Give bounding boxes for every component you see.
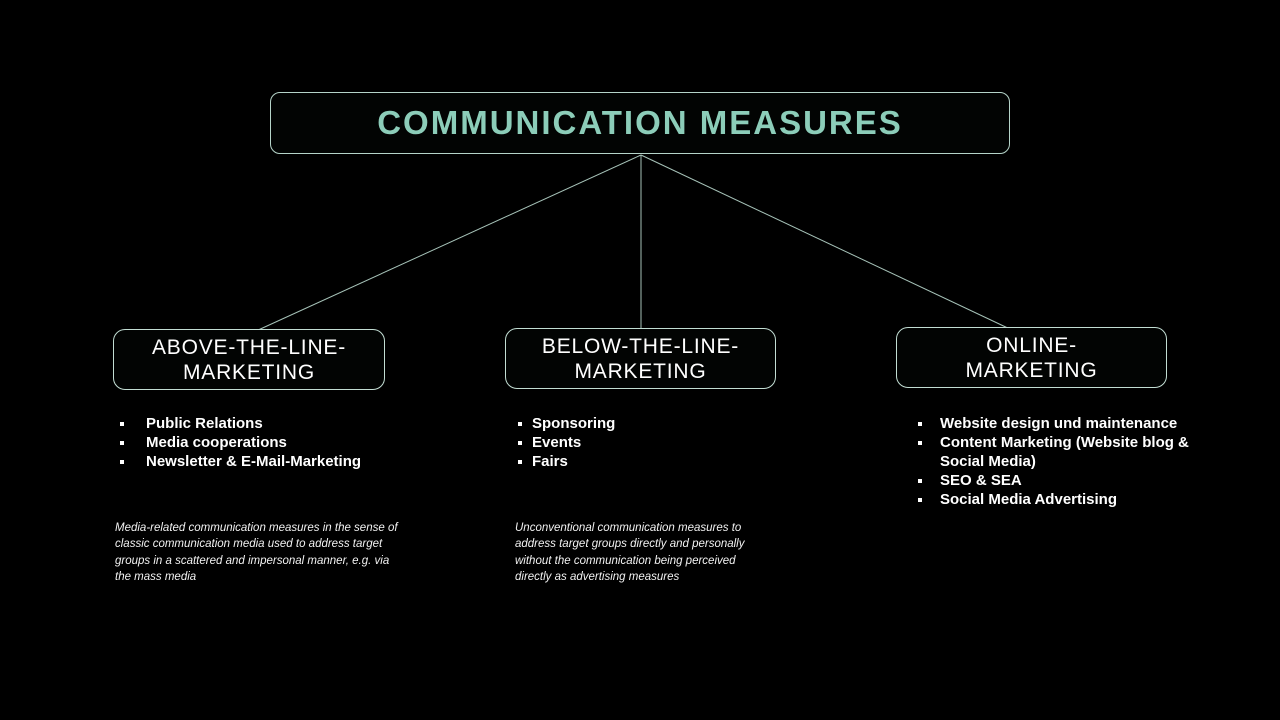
description-line: groups in a scattered and impersonal man… <box>115 554 390 567</box>
node-heading-line: MARKETING <box>965 358 1098 382</box>
list-item-label: Website design und maintenance <box>940 415 1178 432</box>
bullet-list-below-the-line: Sponsoring Events Fairs <box>516 414 776 471</box>
node-above-the-line-marketing: ABOVE-THE-LINE- MARKETING <box>113 329 385 390</box>
list-item: Newsletter & E-Mail-Marketing <box>118 452 438 471</box>
bullet-square-icon <box>918 441 922 445</box>
description-above-the-line: Media-related communication measures in … <box>115 520 445 586</box>
bullet-square-icon <box>518 460 522 464</box>
bullet-square-icon <box>918 422 922 426</box>
bullet-square-icon <box>918 479 922 483</box>
node-below-the-line-marketing: BELOW-THE-LINE- MARKETING <box>505 328 776 389</box>
list-item-label: Events <box>532 434 582 451</box>
list-item: Content Marketing (Website blog & Social… <box>916 433 1216 471</box>
node-heading-line: ONLINE- <box>986 333 1077 357</box>
list-item: SEO & SEA <box>916 471 1216 490</box>
list-item-label: Sponsoring <box>532 415 616 432</box>
list-item-label: Content Marketing (Website blog & Social… <box>940 434 1189 470</box>
list-item-label: Media cooperations <box>146 434 287 451</box>
diagram-title: COMMUNICATION MEASURES <box>377 104 903 141</box>
list-item-label: Fairs <box>532 453 568 470</box>
root-node-communication-measures: COMMUNICATION MEASURES <box>270 92 1010 154</box>
list-item: Media cooperations <box>118 433 438 452</box>
node-heading-line: BELOW-THE-LINE- <box>541 334 740 358</box>
description-line: Unconventional communication measures to <box>515 522 742 534</box>
description-below-the-line: Unconventional communication measures to… <box>515 520 785 586</box>
list-item: Events <box>516 433 776 452</box>
bullet-list-online: Website design und maintenance Content M… <box>916 414 1216 509</box>
description-line: Media-related communication measures in … <box>115 522 398 534</box>
description-line: address target groups directly and perso… <box>515 538 745 551</box>
bullet-square-icon <box>918 498 922 502</box>
list-item-label: SEO & SEA <box>940 472 1022 489</box>
list-item: Website design und maintenance <box>916 414 1216 433</box>
description-line: the mass media <box>115 571 197 584</box>
connector-left <box>255 154 642 332</box>
bullet-square-icon <box>120 422 124 426</box>
description-line: directly as advertising measures <box>515 571 680 584</box>
list-item: Fairs <box>516 452 776 471</box>
connector-right <box>640 154 1013 331</box>
list-item: Social Media Advertising <box>916 490 1216 509</box>
node-heading-line: ABOVE-THE-LINE- <box>151 335 347 359</box>
description-line: without the communication being perceive… <box>515 554 736 567</box>
bullet-square-icon <box>518 422 522 426</box>
bullet-square-icon <box>518 441 522 445</box>
node-heading-line: MARKETING <box>574 359 707 383</box>
node-online-marketing: ONLINE- MARKETING <box>896 327 1167 388</box>
bullet-square-icon <box>120 441 124 445</box>
list-item-label: Public Relations <box>146 415 263 432</box>
list-item-label: Newsletter & E-Mail-Marketing <box>146 453 362 470</box>
bullet-list-above-the-line: Public Relations Media cooperations News… <box>118 414 438 471</box>
list-item: Sponsoring <box>516 414 776 433</box>
list-item: Public Relations <box>118 414 438 433</box>
list-item-label: Social Media Advertising <box>940 491 1117 508</box>
description-line: classic communication media used to addr… <box>115 538 383 551</box>
bullet-square-icon <box>120 460 124 464</box>
node-heading-line: MARKETING <box>182 360 316 384</box>
